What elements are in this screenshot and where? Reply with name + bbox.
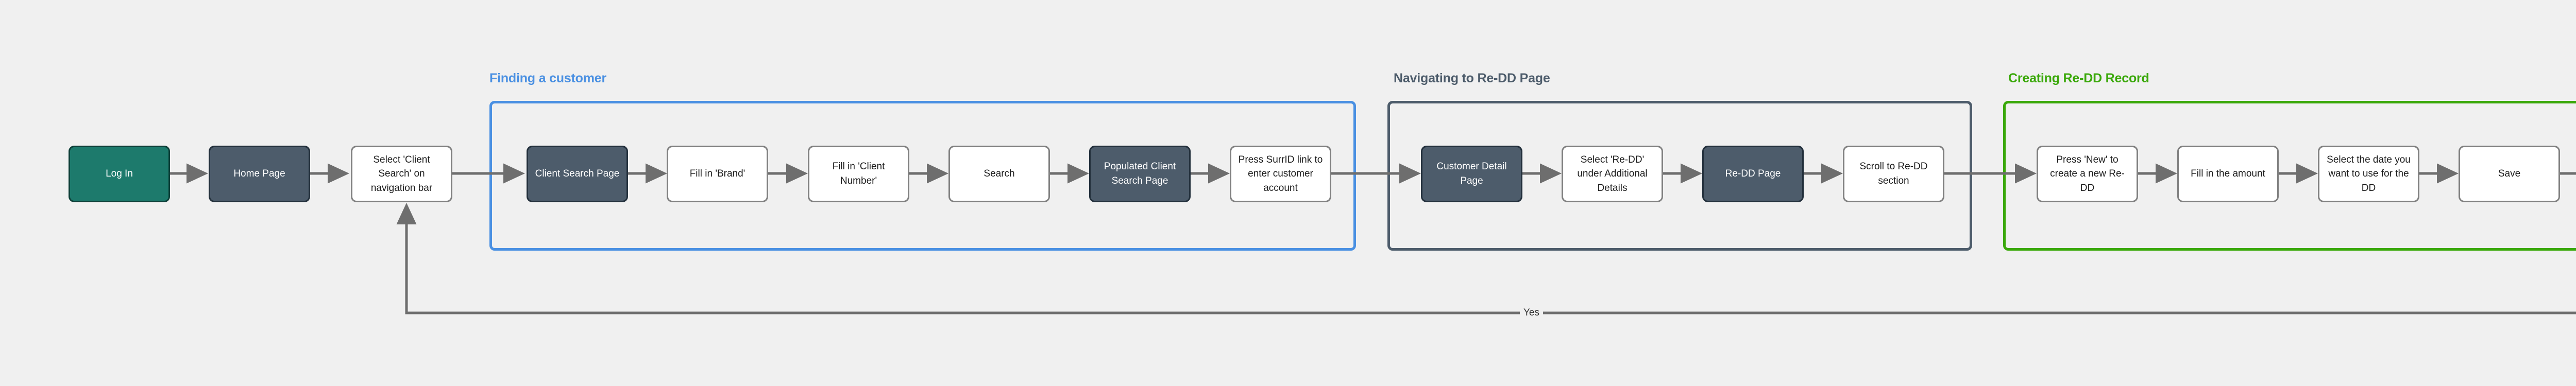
node-log-in[interactable]: Log In bbox=[69, 146, 170, 202]
node-home-page[interactable]: Home Page bbox=[209, 146, 310, 202]
node-select-re-dd[interactable]: Select 'Re-DD' under Additional Details bbox=[1562, 146, 1663, 202]
group-box-navigating-to-re-dd-page bbox=[1387, 101, 1972, 251]
node-fill-in-client-number[interactable]: Fill in 'Client Number' bbox=[808, 146, 909, 202]
node-re-dd-page[interactable]: Re-DD Page bbox=[1702, 146, 1804, 202]
edge-label-yes: Yes bbox=[1520, 307, 1543, 319]
node-label: Client Search Page bbox=[535, 168, 620, 180]
node-label: Re-DD Page bbox=[1725, 168, 1781, 180]
node-label: Home Page bbox=[233, 168, 285, 180]
node-label: Select the date you want to use for the … bbox=[2327, 154, 2411, 194]
node-label: Save bbox=[2498, 168, 2521, 180]
node-label: Customer Detail Page bbox=[1436, 161, 1507, 186]
node-label: Search bbox=[984, 168, 1015, 180]
node-label: Fill in the amount bbox=[2191, 168, 2265, 180]
node-customer-detail-page[interactable]: Customer Detail Page bbox=[1421, 146, 1522, 202]
node-label: Populated Client Search Page bbox=[1104, 161, 1176, 186]
node-label: Fill in 'Brand' bbox=[689, 168, 745, 180]
node-select-date[interactable]: Select the date you want to use for the … bbox=[2318, 146, 2419, 202]
node-select-client-search[interactable]: Select 'Client Search' on navigation bar bbox=[351, 146, 452, 202]
node-label: Press 'New' to create a new Re-DD bbox=[2050, 154, 2125, 194]
group-title-finding-a-customer: Finding a customer bbox=[489, 71, 606, 85]
node-press-new[interactable]: Press 'New' to create a new Re-DD bbox=[2037, 146, 2138, 202]
group-title-creating-re-dd-record: Creating Re-DD Record bbox=[2008, 71, 2149, 85]
group-box-creating-re-dd-record bbox=[2003, 101, 2576, 251]
node-scroll-to-re-dd[interactable]: Scroll to Re-DD section bbox=[1843, 146, 1944, 202]
node-fill-in-amount[interactable]: Fill in the amount bbox=[2177, 146, 2279, 202]
node-label: Press SurrID link to enter customer acco… bbox=[1238, 154, 1323, 194]
node-search[interactable]: Search bbox=[948, 146, 1050, 202]
node-press-surrid-link[interactable]: Press SurrID link to enter customer acco… bbox=[1230, 146, 1331, 202]
group-box-finding-a-customer bbox=[489, 101, 1356, 251]
node-client-search-page[interactable]: Client Search Page bbox=[527, 146, 628, 202]
node-label: Scroll to Re-DD section bbox=[1859, 161, 1928, 186]
node-save[interactable]: Save bbox=[2459, 146, 2560, 202]
node-label: Select 'Client Search' on navigation bar bbox=[370, 154, 433, 194]
node-populated-client-search-page[interactable]: Populated Client Search Page bbox=[1089, 146, 1191, 202]
node-fill-in-brand[interactable]: Fill in 'Brand' bbox=[667, 146, 768, 202]
node-label: Select 'Re-DD' under Additional Details bbox=[1577, 154, 1648, 194]
node-label: Fill in 'Client Number' bbox=[832, 161, 885, 186]
group-title-navigating-to-re-dd-page: Navigating to Re-DD Page bbox=[1394, 71, 1550, 85]
node-label: Log In bbox=[106, 168, 133, 180]
